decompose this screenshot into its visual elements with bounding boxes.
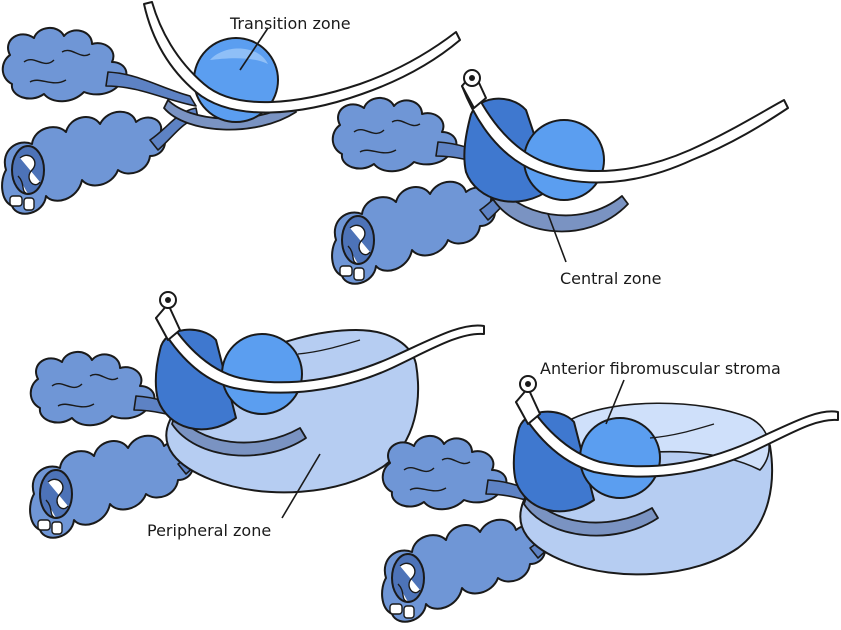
prostate-base bbox=[163, 99, 297, 131]
transition-zone-shape bbox=[221, 333, 303, 415]
urethra bbox=[155, 311, 485, 394]
panel-peripheral-zone bbox=[29, 291, 485, 539]
transition-zone-shape bbox=[579, 417, 661, 499]
label-peripheral-zone: Peripheral zone bbox=[147, 521, 271, 540]
label-transition-zone: Transition zone bbox=[229, 14, 351, 33]
anterior-stroma-leader-line bbox=[605, 379, 625, 425]
urethra-catheter bbox=[155, 303, 181, 341]
urethra bbox=[143, 1, 461, 114]
prostate-base bbox=[171, 411, 307, 457]
central-zone-shape bbox=[512, 410, 595, 513]
urethra-opening-inner bbox=[525, 381, 531, 387]
urethra bbox=[461, 79, 789, 184]
label-anterior-stroma: Anterior fibromuscular stroma bbox=[540, 359, 781, 378]
urethra-opening-inner bbox=[165, 297, 171, 303]
label-central-zone: Central zone bbox=[560, 269, 662, 288]
transition-zone-leader-line bbox=[239, 27, 269, 71]
central-zone-leader-line bbox=[547, 213, 567, 263]
urethra-catheter bbox=[515, 387, 541, 425]
peripheral-zone-leader-line bbox=[281, 453, 321, 519]
prostate-base bbox=[523, 491, 659, 537]
prostate-base bbox=[487, 179, 629, 233]
transition-zone-highlight bbox=[210, 48, 268, 64]
stroma-detail-line bbox=[649, 423, 715, 439]
urethra bbox=[515, 395, 839, 478]
stroma-detail-line bbox=[297, 339, 361, 355]
panel-anterior-stroma bbox=[381, 375, 839, 623]
urethra-opening-inner bbox=[469, 75, 475, 81]
panel-transition-zone bbox=[1, 1, 461, 215]
panel-central-zone bbox=[331, 69, 789, 285]
central-zone-shape bbox=[154, 328, 237, 431]
